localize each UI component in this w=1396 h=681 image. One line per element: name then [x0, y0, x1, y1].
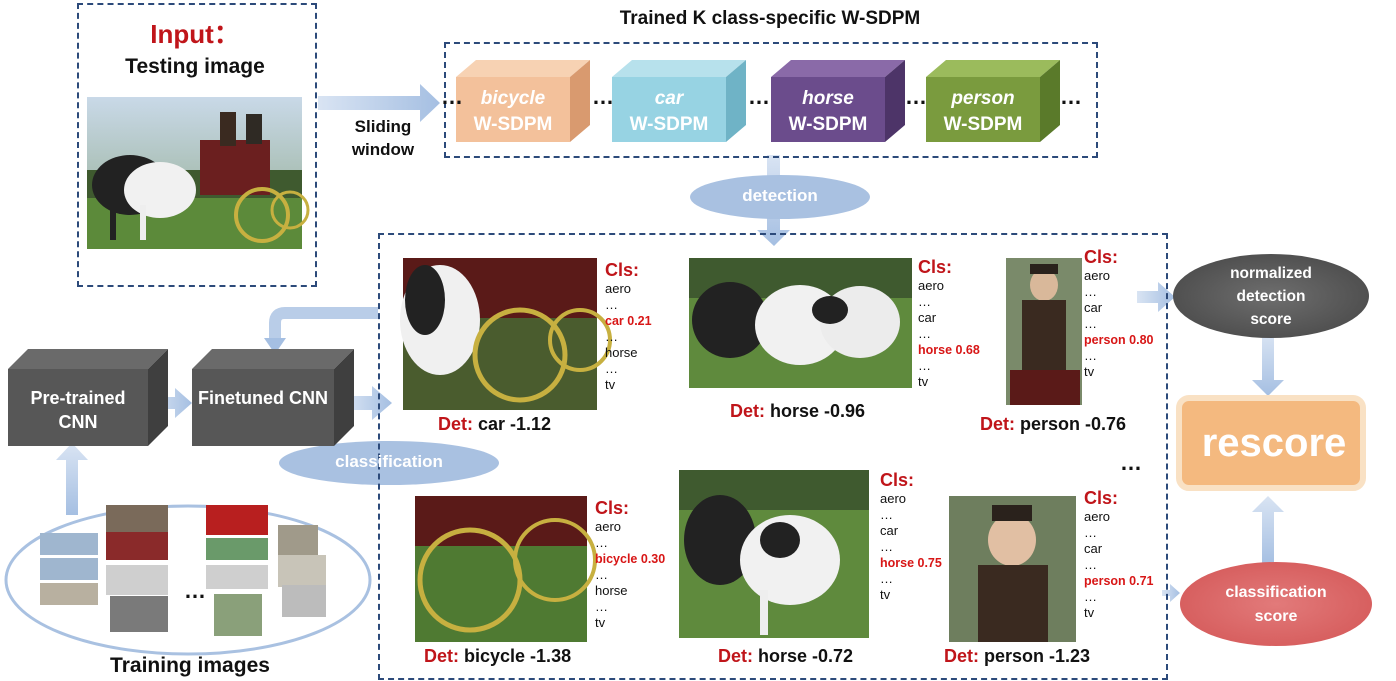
results-ellipsis: … — [1120, 450, 1142, 475]
cls-score-ellipse — [1180, 562, 1372, 646]
result-photo-2 — [689, 258, 912, 388]
cls-rescore-arrow — [1252, 496, 1284, 565]
det-score-6: Det: person -1.23 — [944, 646, 1091, 666]
model-box-person — [926, 60, 1060, 142]
models-frame — [444, 42, 1098, 158]
models-title: Trained K class-specific W-SDPM — [619, 8, 921, 29]
testing-image-label: Testing image — [125, 55, 265, 78]
finetuned-cnn-box — [192, 349, 354, 446]
training-ellipse — [4, 504, 372, 656]
cls-list-4: Cls: aero… bicycle 0.30… horse… tv — [595, 498, 666, 630]
pretrained-cnn-label: Pre-trained CNN — [30, 388, 126, 432]
models-ellipsis-2: … — [748, 84, 770, 109]
pretrained-cnn-box — [8, 349, 168, 446]
det-score-4: Det: bicycle -1.38 — [424, 646, 572, 666]
classification-label: classification — [335, 452, 443, 471]
models-ellipsis-0: … — [441, 84, 463, 109]
det-score-1: Det: car -1.12 — [438, 414, 552, 434]
det-score-5: Det: horse -0.72 — [718, 646, 854, 666]
to-cls-arrow — [1162, 584, 1180, 602]
detection-label: detection — [742, 186, 818, 205]
input-photo — [87, 97, 310, 249]
training-ellipsis: … — [184, 578, 206, 603]
det-score-2: Det: horse -0.96 — [730, 401, 866, 421]
classification-ellipse — [279, 441, 499, 485]
cls-list-2: Cls: aero… car… horse 0.68 … tv — [918, 257, 980, 389]
model-box-horse — [771, 60, 905, 142]
result-photo-6 — [949, 496, 1076, 642]
result-photo-4 — [415, 496, 597, 642]
input-label: Input： — [150, 19, 240, 49]
finetuned-cnn-label: Finetuned CNN — [198, 388, 328, 408]
model-box-car — [612, 60, 746, 142]
model-box-bicycle — [456, 60, 590, 142]
rescore-box — [1176, 395, 1366, 491]
input-frame — [77, 3, 317, 287]
result-photo-1 — [400, 258, 612, 410]
training-images-label: Training images — [110, 654, 270, 677]
training-arrow — [56, 443, 88, 515]
detection-ellipse — [690, 175, 870, 219]
cls-list-6: Cls: aero… car… person 0.71 … tv — [1084, 488, 1154, 620]
norm-score-ellipse — [1173, 254, 1369, 338]
to-norm-arrow — [1137, 282, 1175, 312]
result-photo-3 — [1006, 258, 1082, 405]
rescore-label: rescore — [1201, 421, 1347, 465]
cnn-arrow — [150, 388, 192, 418]
cls-list-3: Cls: aero… car… person 0.80 … tv — [1084, 247, 1154, 379]
models-ellipsis-1: … — [592, 84, 614, 109]
training-thumbnails — [40, 505, 326, 636]
det-score-3: Det: person -0.76 — [980, 414, 1127, 434]
models-ellipsis-3: … — [905, 84, 927, 109]
cls-list-1: Cls: aero… car 0.21 … horse… tv — [605, 260, 652, 392]
result-photo-5 — [679, 470, 869, 638]
feedback-arrow — [269, 307, 378, 340]
cls-list-5: Cls: aero… car… horse 0.75 … tv — [880, 470, 942, 602]
norm-rescore-arrow — [1252, 333, 1284, 396]
models-ellipsis-4: … — [1060, 84, 1082, 109]
sliding-arrow — [318, 84, 440, 122]
classify-arrow — [345, 386, 392, 420]
results-frame — [378, 233, 1168, 680]
